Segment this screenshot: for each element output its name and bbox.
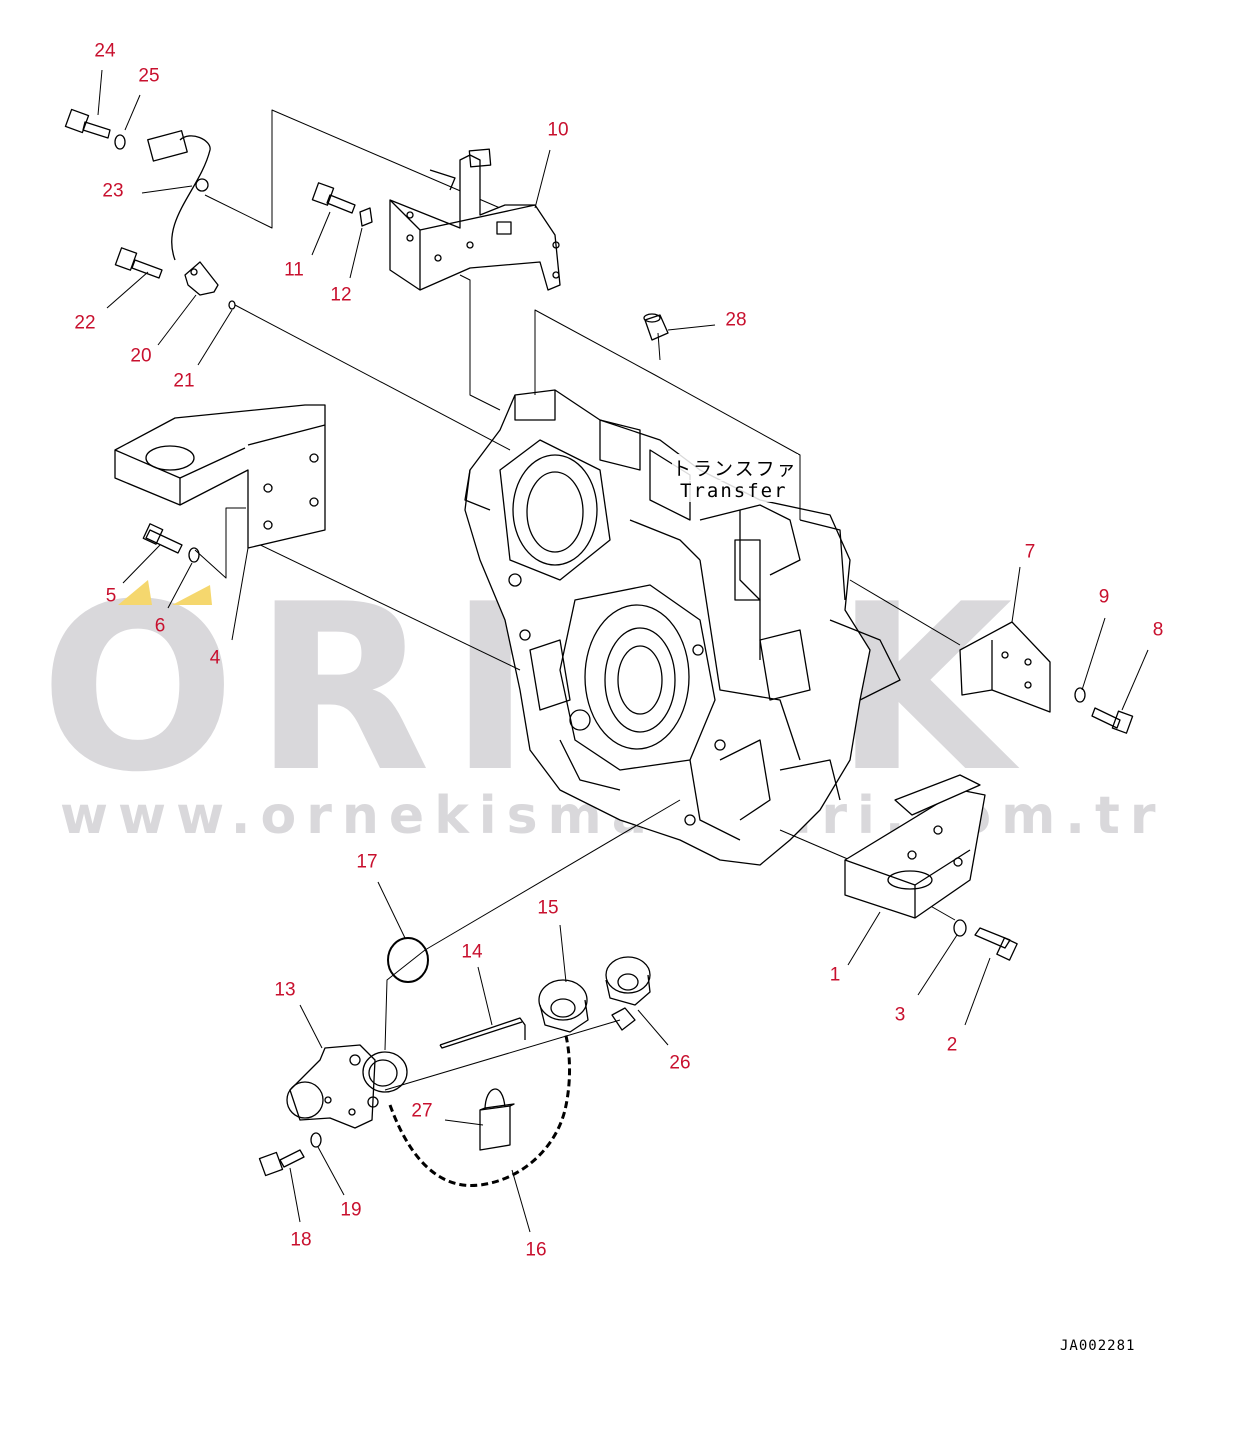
part-24-bolt bbox=[64, 108, 111, 139]
callout-6[interactable]: 6 bbox=[154, 615, 166, 637]
callout-1[interactable]: 1 bbox=[829, 964, 841, 986]
part-9-washer bbox=[1074, 687, 1086, 703]
part-22-bolt bbox=[114, 247, 163, 279]
part-6-washer bbox=[188, 547, 200, 563]
part-25-washer bbox=[114, 134, 126, 150]
part-28-plug bbox=[643, 313, 669, 341]
callout-21[interactable]: 21 bbox=[173, 370, 195, 392]
part-4-mounting-bracket bbox=[114, 404, 326, 549]
callout-2[interactable]: 2 bbox=[946, 1034, 958, 1056]
callout-leaders bbox=[97, 69, 1149, 1233]
callout-22[interactable]: 22 bbox=[74, 312, 96, 334]
callout-25[interactable]: 25 bbox=[138, 65, 160, 87]
callout-20[interactable]: 20 bbox=[130, 345, 152, 367]
part-13-flange bbox=[286, 1044, 408, 1129]
accent-mark-left bbox=[118, 580, 152, 605]
part-27-padlock bbox=[479, 1088, 515, 1151]
callout-3[interactable]: 3 bbox=[894, 1004, 906, 1026]
part-1-mounting-bracket bbox=[844, 774, 986, 919]
callout-11[interactable]: 11 bbox=[284, 259, 304, 281]
part-5-bolt bbox=[142, 523, 183, 554]
part-12-washer bbox=[359, 207, 373, 227]
part-name-japanese: トランスファ bbox=[672, 454, 798, 481]
callout-15[interactable]: 15 bbox=[537, 897, 559, 919]
callout-18[interactable]: 18 bbox=[290, 1229, 312, 1251]
part-18-bolt bbox=[258, 1149, 305, 1177]
callout-9[interactable]: 9 bbox=[1098, 586, 1110, 608]
part-17-o-ring bbox=[387, 937, 429, 983]
callout-28[interactable]: 28 bbox=[725, 309, 747, 331]
part-name-english: Transfer bbox=[680, 480, 788, 502]
callout-26[interactable]: 26 bbox=[669, 1052, 691, 1074]
part-7-bracket-plate bbox=[959, 621, 1051, 713]
callout-13[interactable]: 13 bbox=[274, 979, 296, 1001]
callout-24[interactable]: 24 bbox=[94, 40, 116, 62]
callout-16[interactable]: 16 bbox=[525, 1239, 547, 1261]
callout-17[interactable]: 17 bbox=[356, 851, 378, 873]
callout-23[interactable]: 23 bbox=[102, 180, 124, 202]
part-2-bolt bbox=[974, 927, 1018, 961]
part-3-washer bbox=[953, 919, 967, 937]
part-19-washer bbox=[310, 1132, 322, 1148]
callout-12[interactable]: 12 bbox=[330, 284, 352, 306]
part-14-pin bbox=[439, 1017, 526, 1049]
accent-mark-right bbox=[172, 585, 212, 605]
part-21-o-ring bbox=[228, 300, 236, 310]
callout-10[interactable]: 10 bbox=[547, 119, 569, 141]
part-20-sensor bbox=[147, 130, 219, 296]
part-11-bolt bbox=[311, 182, 356, 214]
part-16-chain bbox=[388, 1031, 572, 1188]
part-15-cap bbox=[538, 979, 589, 1033]
callout-4[interactable]: 4 bbox=[209, 647, 221, 669]
part-8-bolt bbox=[1091, 707, 1134, 734]
callout-27[interactable]: 27 bbox=[411, 1100, 433, 1122]
transfer-case bbox=[464, 389, 901, 866]
part-10-bracket bbox=[389, 148, 561, 291]
drawing-code: JA002281 bbox=[1060, 1338, 1136, 1354]
callout-7[interactable]: 7 bbox=[1024, 541, 1036, 563]
part-26-cap bbox=[605, 956, 651, 1031]
callout-8[interactable]: 8 bbox=[1152, 619, 1164, 641]
callout-19[interactable]: 19 bbox=[340, 1199, 362, 1221]
callout-5[interactable]: 5 bbox=[105, 585, 117, 607]
callout-14[interactable]: 14 bbox=[461, 941, 483, 963]
